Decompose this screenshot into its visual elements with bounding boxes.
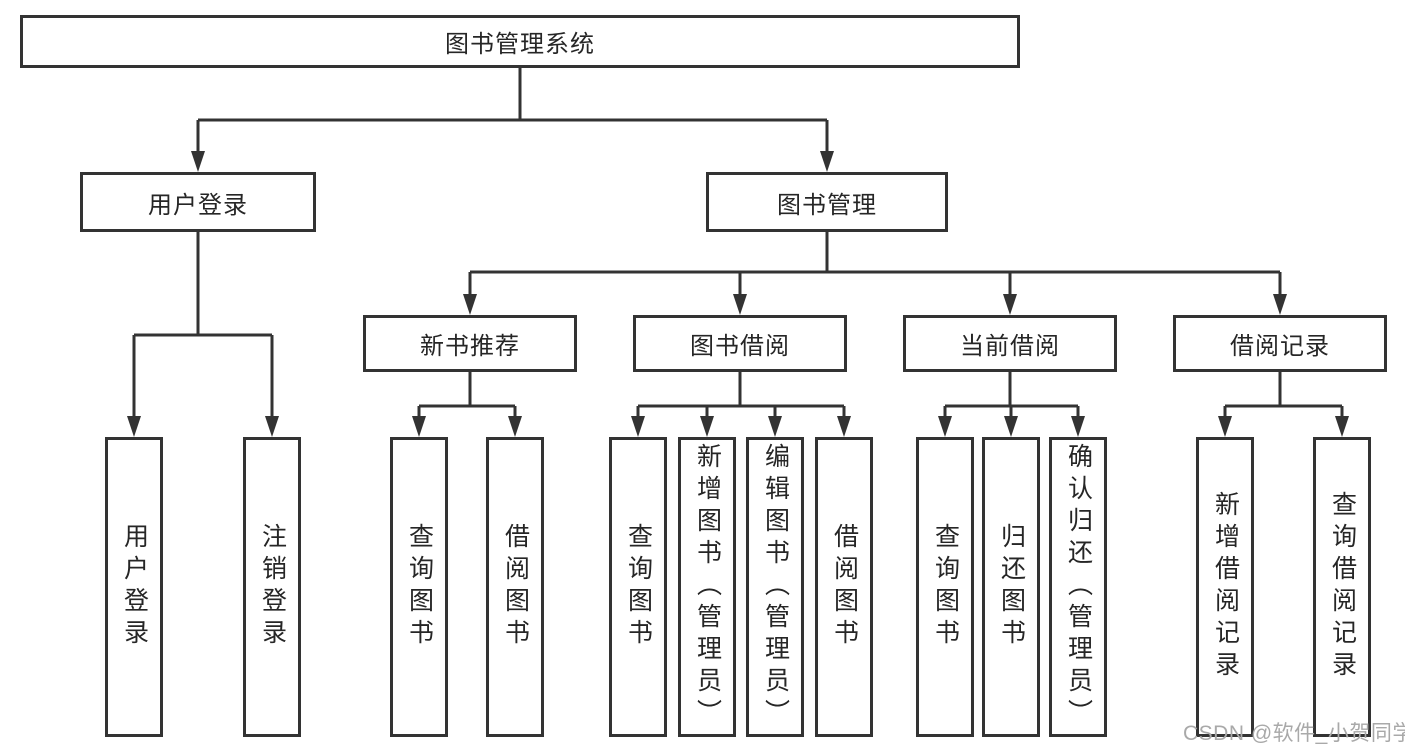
node-borrow-records: 借阅记录 [1173,315,1387,372]
node-label: 用户登录 [120,523,149,651]
node-label: 新书推荐 [420,333,520,360]
csdn-watermark: CSDN @软件_小贺同学 [1183,722,1405,745]
node-book-management: 图书管理 [706,172,948,232]
node-label: 新增借阅记录 [1211,491,1240,683]
node-label: 注销登录 [258,523,287,651]
node-label: 查询图书 [931,523,960,651]
node-label: 查询图书 [624,523,653,651]
node-recommend-borrow-books: 借阅图书 [486,437,544,737]
connector-path [132,67,1344,419]
node-label: 查询图书 [405,523,434,651]
node-records-add-record: 新增借阅记录 [1196,437,1254,737]
node-new-book-recommend: 新书推荐 [363,315,577,372]
node-label: 归还图书 [997,523,1026,651]
node-current-query-books: 查询图书 [916,437,974,737]
node-label: 借阅图书 [830,523,859,651]
node-current-return-books: 归还图书 [982,437,1040,737]
node-label: 图书管理系统 [445,31,595,58]
node-borrow-edit-books-admin: 编辑图书（管理员） [746,437,804,737]
node-label: 确认归还（管理员） [1064,443,1093,731]
arrowheads [127,151,1349,437]
node-label: 查询借阅记录 [1328,491,1357,683]
node-label: 借阅图书 [501,523,530,651]
node-label: 编辑图书（管理员） [761,443,790,731]
node-current-confirm-return-admin: 确认归还（管理员） [1049,437,1107,737]
node-recommend-query-books: 查询图书 [390,437,448,737]
node-label: 新增图书（管理员） [693,443,722,731]
node-book-borrow: 图书借阅 [633,315,847,372]
node-borrow-borrow-books: 借阅图书 [815,437,873,737]
node-records-query-record: 查询借阅记录 [1313,437,1371,737]
node-user-login: 用户登录 [80,172,316,232]
node-label: 当前借阅 [960,333,1060,360]
node-logout-action: 注销登录 [243,437,301,737]
node-label: 借阅记录 [1230,333,1330,360]
node-label: 图书借阅 [690,333,790,360]
node-root-library-system: 图书管理系统 [20,15,1020,68]
node-borrow-add-books-admin: 新增图书（管理员） [678,437,736,737]
node-borrow-query-books: 查询图书 [609,437,667,737]
node-label: 用户登录 [148,191,248,219]
node-current-borrow: 当前借阅 [903,315,1117,372]
node-label: 图书管理 [777,191,877,219]
node-user-login-action: 用户登录 [105,437,163,737]
